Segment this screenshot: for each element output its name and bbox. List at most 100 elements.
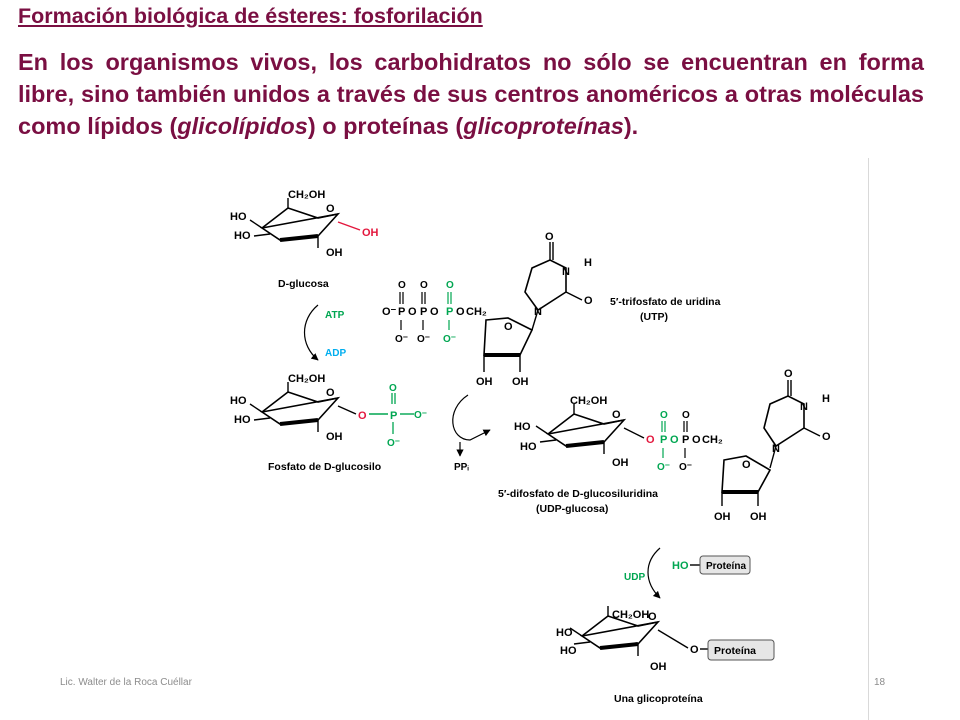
g1p-ch2oh: CH₂OH [288,373,325,385]
g1p-o-red: O [358,410,367,422]
atp-adp-arrow: ATP ADP [304,304,346,361]
slide-title: Formación biológica de ésteres: fosforil… [18,4,483,28]
udpg-ribose-o: O [742,459,751,471]
dglucosa-ho-1: HO [230,211,247,223]
udp-protein-arrow: UDP HO Proteína [624,547,751,599]
protein-label-2: Proteína [714,645,756,657]
utp-uracil-h: H [584,257,592,269]
paragraph-glicoproteinas: glicoproteínas [463,113,624,140]
paragraph-text-1: En los organismos vivos, los carbohidrat… [18,49,924,140]
g1p-label: Fosfato de D-glucosilo [268,461,381,473]
glucose-phosphate-structure: CH₂OH HO HO O OH O P O⁻ O O⁻ Fosfato de … [230,373,427,473]
footer-page-number: 18 [874,677,886,688]
utp-uracil-n-h: N [562,266,570,278]
utp-top-o1: O [398,280,406,291]
glyco-ho-2: HO [560,645,577,657]
d-glucosa-structure: CH₂OH HO HO O OH OH D-glucosa [230,189,379,290]
g1p-ho-2: HO [234,414,251,426]
udpg-uracil-o-top: O [784,368,793,380]
utp-o1: O [408,306,417,318]
glycoprotein-structure: CH₂OH HO HO O OH O Proteína Una glicopro… [556,606,775,705]
utp-p3: P [446,306,453,318]
udpg-oh-bottom: OH [612,457,629,469]
udpg-p1: P [660,434,667,446]
footer-author: Lic. Walter de la Roca Cuéllar [60,677,192,688]
glyco-ch2oh: CH₂OH [612,609,649,621]
g1p-ho-1: HO [230,395,247,407]
dglucosa-ring-o: O [326,203,335,215]
utp-bottom-o-minus-3: O⁻ [443,334,456,345]
dglucosa-ch2oh: CH₂OH [288,189,325,201]
utp-o3: O [456,306,465,318]
utp-name: 5′-trifosfato de uridina [610,296,721,308]
utp-o-minus-left: O⁻ [382,306,397,318]
g1p-ring-o: O [326,387,335,399]
udpg-bottom-o-minus-1: O⁻ [657,462,670,473]
ppi-arrow: PPᵢ [452,394,491,473]
udpg-p2: P [682,434,689,446]
dglucosa-ho-2: HO [234,230,251,242]
slide-divider-line [868,158,869,720]
utp-uracil-n: N [534,306,542,318]
utp-abbr: (UTP) [640,311,668,323]
dglucosa-oh-anomeric: OH [362,227,379,239]
glyco-ho-1: HO [556,627,573,639]
udpg-uracil-h: H [822,393,830,405]
udpg-top-o2: O [682,410,690,421]
utp-top-o2: O [420,280,428,291]
utp-structure: O⁻ P O P O P O CH₂ O O O O⁻ O⁻ O⁻ O OH O… [382,231,721,388]
glyco-o: O [690,644,699,656]
glyco-ring-o: O [648,611,657,623]
utp-top-o3: O [446,280,454,291]
dglucosa-label: D-glucosa [278,278,329,290]
udpg-uracil-n-h: N [800,401,808,413]
udp-glucose-structure: CH₂OH HO HO O OH O P O P O CH₂ O O O⁻ O⁻… [498,368,831,523]
atp-label: ATP [325,310,345,321]
utp-ribose-oh-2: OH [512,376,529,388]
udpg-uracil-o-right: O [822,431,831,443]
slide-paragraph: En los organismos vivos, los carbohidrat… [18,46,924,143]
utp-p2: P [420,306,427,318]
paragraph-glicolipidos: glicolípidos [177,113,308,140]
g1p-o-top: O [389,383,397,394]
udpg-ch2oh: CH₂OH [570,395,607,407]
udpg-name: 5′-difosfato de D-glucosiluridina [498,488,658,500]
glyco-label: Una glicoproteína [614,693,703,705]
udpg-top-o1: O [660,410,668,421]
udpg-abbr: (UDP-glucosa) [536,503,608,515]
udpg-ch2: CH₂ [702,434,723,446]
utp-p1: P [398,306,405,318]
g1p-o-minus-right: O⁻ [414,410,427,421]
adp-label: ADP [325,348,346,359]
utp-ch2: CH₂ [466,306,487,318]
udpg-ring-o: O [612,409,621,421]
udpg-bottom-o-minus-2: O⁻ [679,462,692,473]
udpg-o1: O [670,434,679,446]
protein-ho: HO [672,560,689,572]
udpg-ribose-oh-2: OH [750,511,767,523]
utp-uracil-o-right: O [584,295,593,307]
glyco-oh-bottom: OH [650,661,667,673]
g1p-p: P [390,410,397,422]
ppi-label: PPᵢ [454,462,469,473]
utp-ribose-oh-1: OH [476,376,493,388]
udpg-ribose-oh-1: OH [714,511,731,523]
udpg-ho-2: HO [520,441,537,453]
udpg-o-red: O [646,434,655,446]
utp-bottom-o-minus-2: O⁻ [417,334,430,345]
g1p-oh-bottom: OH [326,431,343,443]
utp-o2: O [430,306,439,318]
dglucosa-oh-bottom: OH [326,247,343,259]
utp-uracil-o-top: O [545,231,554,243]
udp-label: UDP [624,572,645,583]
paragraph-text-3: ). [623,113,639,140]
protein-label-1: Proteína [706,561,746,572]
utp-bottom-o-minus-1: O⁻ [395,334,408,345]
udpg-ho-1: HO [514,421,531,433]
g1p-o-minus-bottom: O⁻ [387,438,400,449]
udpg-o2: O [692,434,701,446]
paragraph-text-2: ) o proteínas ( [307,113,464,140]
utp-ribose-o: O [504,321,513,333]
udpg-uracil-n: N [772,443,780,455]
